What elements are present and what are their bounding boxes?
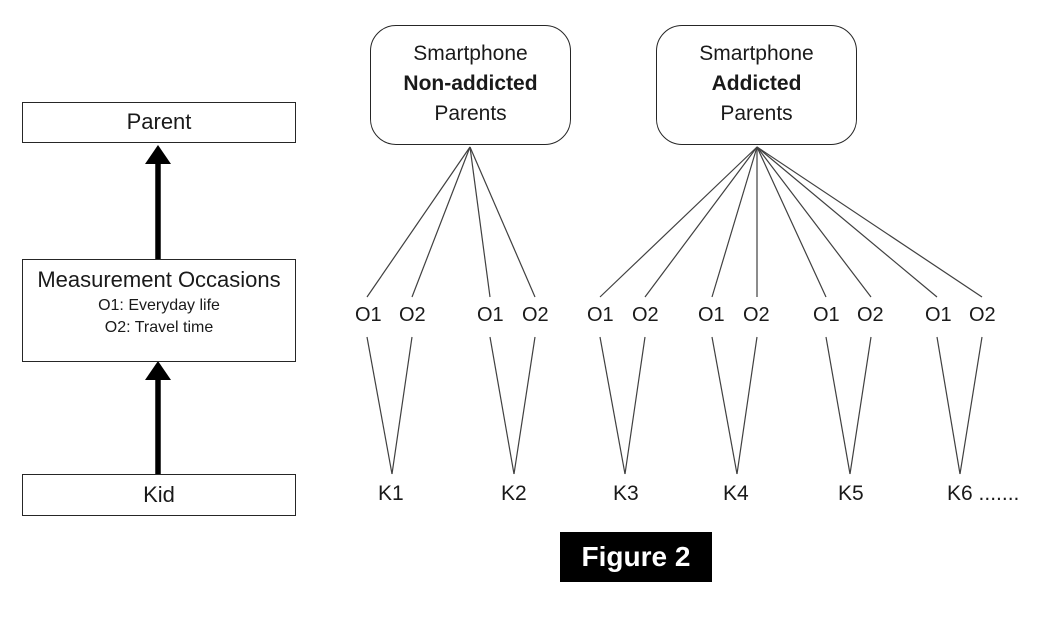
fan-lines-addicted xyxy=(599,146,983,298)
occasion-label-1: O1 xyxy=(355,304,382,326)
measurement-o2-label: O2: Travel time xyxy=(104,319,214,336)
measurement-o1-label: O1: Everyday life xyxy=(98,297,220,314)
occasion-label-4: O2 xyxy=(522,304,549,326)
measurement-occasions-box: Measurement Occasions O1: Everyday life … xyxy=(22,259,296,362)
kid-label-k5: K5 xyxy=(838,482,864,505)
kid-label-k6: K6 ....... xyxy=(947,482,1020,505)
addicted-parents-box: Smartphone Addicted Parents xyxy=(656,25,857,145)
occasion-label-7: O1 xyxy=(698,304,725,326)
kid-label-k2: K2 xyxy=(501,482,527,505)
kid-label-k3: K3 xyxy=(613,482,639,505)
kid-label: Kid xyxy=(143,482,175,507)
arrow-measurement-to-parent xyxy=(145,145,171,259)
parent-box: Parent xyxy=(22,102,296,143)
arrow-kid-to-measurement xyxy=(145,361,171,474)
occasion-label-10: O2 xyxy=(857,304,884,326)
occasion-label-12: O2 xyxy=(969,304,996,326)
addicted-line-2: Addicted xyxy=(711,72,802,95)
measurement-occasions-title: Measurement Occasions xyxy=(37,267,281,292)
occasion-label-11: O1 xyxy=(925,304,952,326)
fan-lines-non-addicted xyxy=(366,146,536,298)
kid-label-k4: K4 xyxy=(723,482,749,505)
figure-caption: Figure 2 xyxy=(560,532,712,582)
non-addicted-parents-box: Smartphone Non-addicted Parents xyxy=(370,25,571,145)
occasion-label-8: O2 xyxy=(743,304,770,326)
kid-box: Kid xyxy=(22,474,296,516)
parent-label: Parent xyxy=(126,109,192,134)
occasion-label-9: O1 xyxy=(813,304,840,326)
occasion-label-3: O1 xyxy=(477,304,504,326)
addicted-line-1: Smartphone xyxy=(699,42,814,65)
occasion-label-5: O1 xyxy=(587,304,614,326)
addicted-line-3: Parents xyxy=(720,102,793,125)
non-addicted-line-2: Non-addicted xyxy=(403,72,538,95)
occasion-label-2: O2 xyxy=(399,304,426,326)
non-addicted-line-1: Smartphone xyxy=(413,42,528,65)
non-addicted-line-3: Parents xyxy=(434,102,507,125)
occasion-to-kid-lines xyxy=(366,336,983,475)
kid-label-k1: K1 xyxy=(378,482,404,505)
occasion-label-6: O2 xyxy=(632,304,659,326)
